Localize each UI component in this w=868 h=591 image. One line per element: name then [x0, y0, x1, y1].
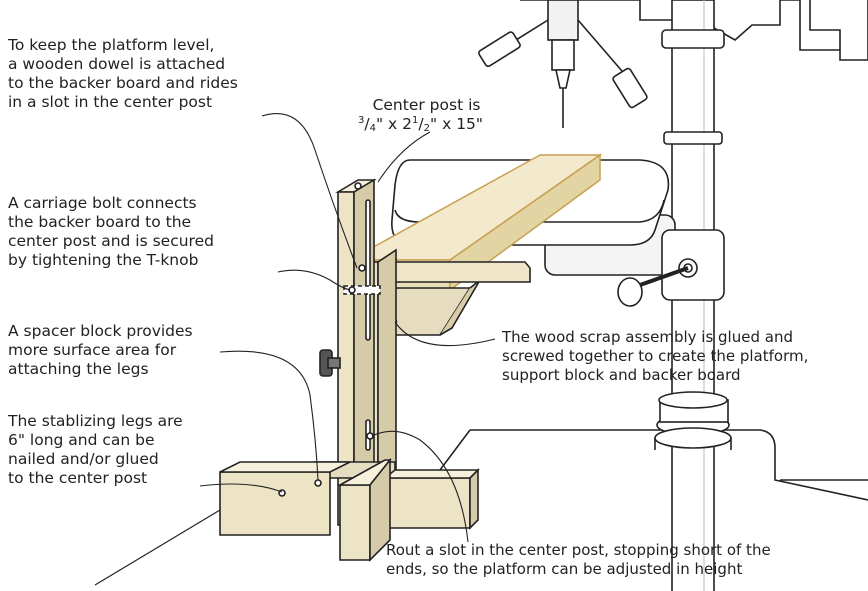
label-center-post-dims: 3/4" x 21/2" x 15" — [358, 115, 483, 136]
label-slot-line-2: ends, so the platform can be adjusted in… — [386, 560, 743, 578]
stabilizing-leg-right — [382, 468, 480, 530]
label-dowel-line-4: in a slot in the center post — [8, 93, 213, 111]
label-spacer-block: A spacer block provides more surface are… — [8, 322, 193, 379]
label-legs-line-1: The stablizing legs are — [8, 412, 183, 430]
label-legs-line-4: to the center post — [8, 469, 148, 487]
times-a: x — [383, 115, 403, 133]
stabilizing-leg-left — [219, 461, 351, 536]
label-scrap-line-2: screwed together to create the platform, — [502, 347, 809, 365]
dim-b-whole: 2 — [402, 115, 413, 133]
center-post-slot — [365, 199, 371, 341]
stabilizing-leg-front — [336, 457, 392, 562]
label-legs-line-2: 6" long and can be — [8, 431, 155, 449]
t-knob — [319, 349, 341, 377]
label-dowel-line-1: To keep the platform level, — [8, 36, 215, 54]
drill-quill — [547, 0, 579, 41]
dim-c: 15 — [456, 115, 476, 133]
label-scrap-line-3: support block and backer board — [502, 366, 741, 384]
table-crank-grip — [617, 277, 643, 307]
label-dowel-line-2: a wooden dowel is attached — [8, 55, 226, 73]
column-collar-mid — [663, 131, 723, 145]
leader-center-post — [377, 131, 431, 183]
dowel-pin — [358, 264, 366, 272]
leader-lines — [199, 112, 496, 543]
frac-b-den: 2 — [423, 123, 431, 134]
leader-legs — [199, 483, 283, 493]
center-post-nail — [354, 182, 362, 190]
label-center-post-line-1: Center post is — [372, 96, 481, 114]
label-legs-line-3: nailed and/or glued — [8, 450, 159, 468]
times-b: x — [437, 115, 457, 133]
label-carriage-line-3: center post and is secured — [8, 232, 214, 250]
label-spacer-line-1: A spacer block provides — [8, 322, 193, 340]
label-carriage-bolt: A carriage bolt connects the backer boar… — [8, 194, 214, 270]
label-slot-line-1: Rout a slot in the center post, stopping… — [386, 541, 771, 559]
label-dowel: To keep the platform level, a wooden dow… — [8, 36, 238, 112]
inch-mark-a: " — [375, 115, 384, 133]
label-stabilizing-legs: The stablizing legs are 6" long and can … — [8, 412, 183, 488]
frac-b-num: 1 — [412, 115, 419, 126]
inch-mark-b: " — [430, 115, 438, 133]
frac-a-den: 4 — [369, 123, 376, 134]
support-block — [377, 279, 481, 336]
column-collar-top — [661, 29, 725, 49]
jig — [94, 153, 603, 586]
drill-head-step — [809, 0, 841, 50]
drill-chuck-tip — [555, 69, 571, 89]
floor-line — [94, 509, 221, 586]
label-spacer-line-3: attaching the legs — [8, 360, 149, 378]
label-wood-scrap: The wood scrap assembly is glued and scr… — [502, 328, 808, 385]
feed-handle-right — [577, 19, 648, 109]
frac-a-slash: / — [364, 115, 370, 133]
drill-base — [470, 429, 868, 501]
leader-carriage — [277, 269, 351, 291]
label-dowel-line-3: to the backer board and rides — [8, 74, 238, 92]
drill-chuck — [551, 39, 575, 71]
leader-spacer — [219, 350, 319, 481]
carriage-bolt — [343, 285, 381, 295]
table-crank-handle — [639, 266, 689, 287]
label-carriage-line-4: by tightening the T-knob — [8, 251, 199, 269]
label-carriage-line-2: the backer board to the — [8, 213, 192, 231]
inch-mark-c: " — [475, 115, 484, 133]
leader-slot — [371, 430, 469, 543]
label-scrap-line-1: The wood scrap assembly is glued and — [502, 328, 793, 346]
label-spacer-line-2: more surface area for — [8, 341, 177, 359]
label-center-post: Center post is 3/4" x 21/2" x 15" — [358, 96, 483, 136]
frac-b-slash: / — [418, 115, 424, 133]
label-carriage-line-1: A carriage bolt connects — [8, 194, 197, 212]
leader-scrap — [394, 321, 496, 347]
leader-dowel — [261, 112, 358, 269]
frac-a-num: 3 — [358, 115, 365, 126]
label-rout-slot: Rout a slot in the center post, stopping… — [386, 541, 771, 579]
feed-handle-left — [478, 19, 549, 68]
